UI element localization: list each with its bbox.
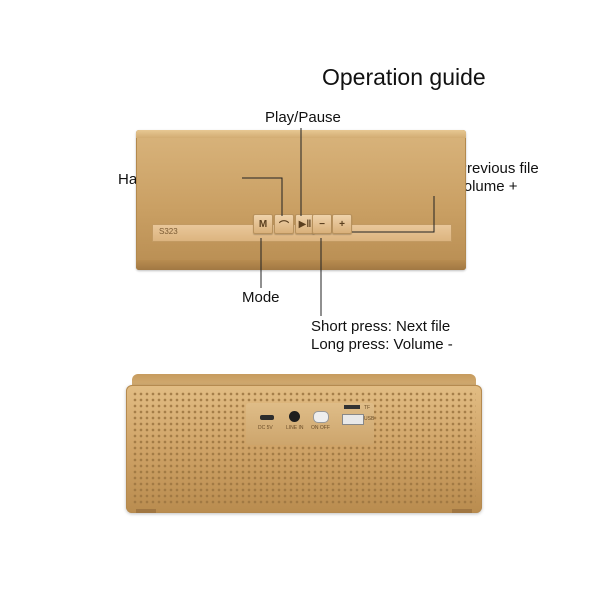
volume-up-button[interactable]: + (332, 214, 352, 234)
model-number: S323 (159, 227, 178, 236)
speaker-bottom-edge (136, 260, 466, 270)
dc-caption: DC 5V (258, 425, 273, 431)
volume-down-button[interactable]: − (312, 214, 332, 234)
usb-caption: USB (364, 416, 375, 422)
long-press-volume-down-label: Long press: Volume - (311, 336, 453, 353)
line-in-caption: LINE IN (286, 425, 304, 431)
mode-label: Mode (242, 289, 280, 306)
short-press-next-label: Short press: Next file (311, 318, 451, 335)
tf-card-slot[interactable] (344, 405, 360, 409)
leader-hands-free (242, 177, 283, 216)
mode-button[interactable]: M (253, 214, 273, 234)
usb-port[interactable] (342, 414, 364, 425)
port-panel: DC 5V LINE IN ON OFF TF USB (246, 403, 374, 445)
page-title: Operation guide (322, 64, 486, 90)
dc-port[interactable] (260, 415, 274, 420)
power-switch[interactable] (313, 411, 329, 423)
line-in-port[interactable] (289, 411, 300, 422)
speaker-foot-left (136, 509, 156, 513)
tf-caption: TF (364, 405, 371, 411)
speaker-back-view: DC 5V LINE IN ON OFF TF USB (126, 385, 482, 513)
on-off-caption: ON OFF (311, 425, 330, 431)
speaker-foot-right (452, 509, 472, 513)
call-button[interactable]: ⌒ (274, 214, 294, 234)
play-pause-label: Play/Pause (265, 109, 341, 126)
leader-volume-up (352, 196, 435, 233)
